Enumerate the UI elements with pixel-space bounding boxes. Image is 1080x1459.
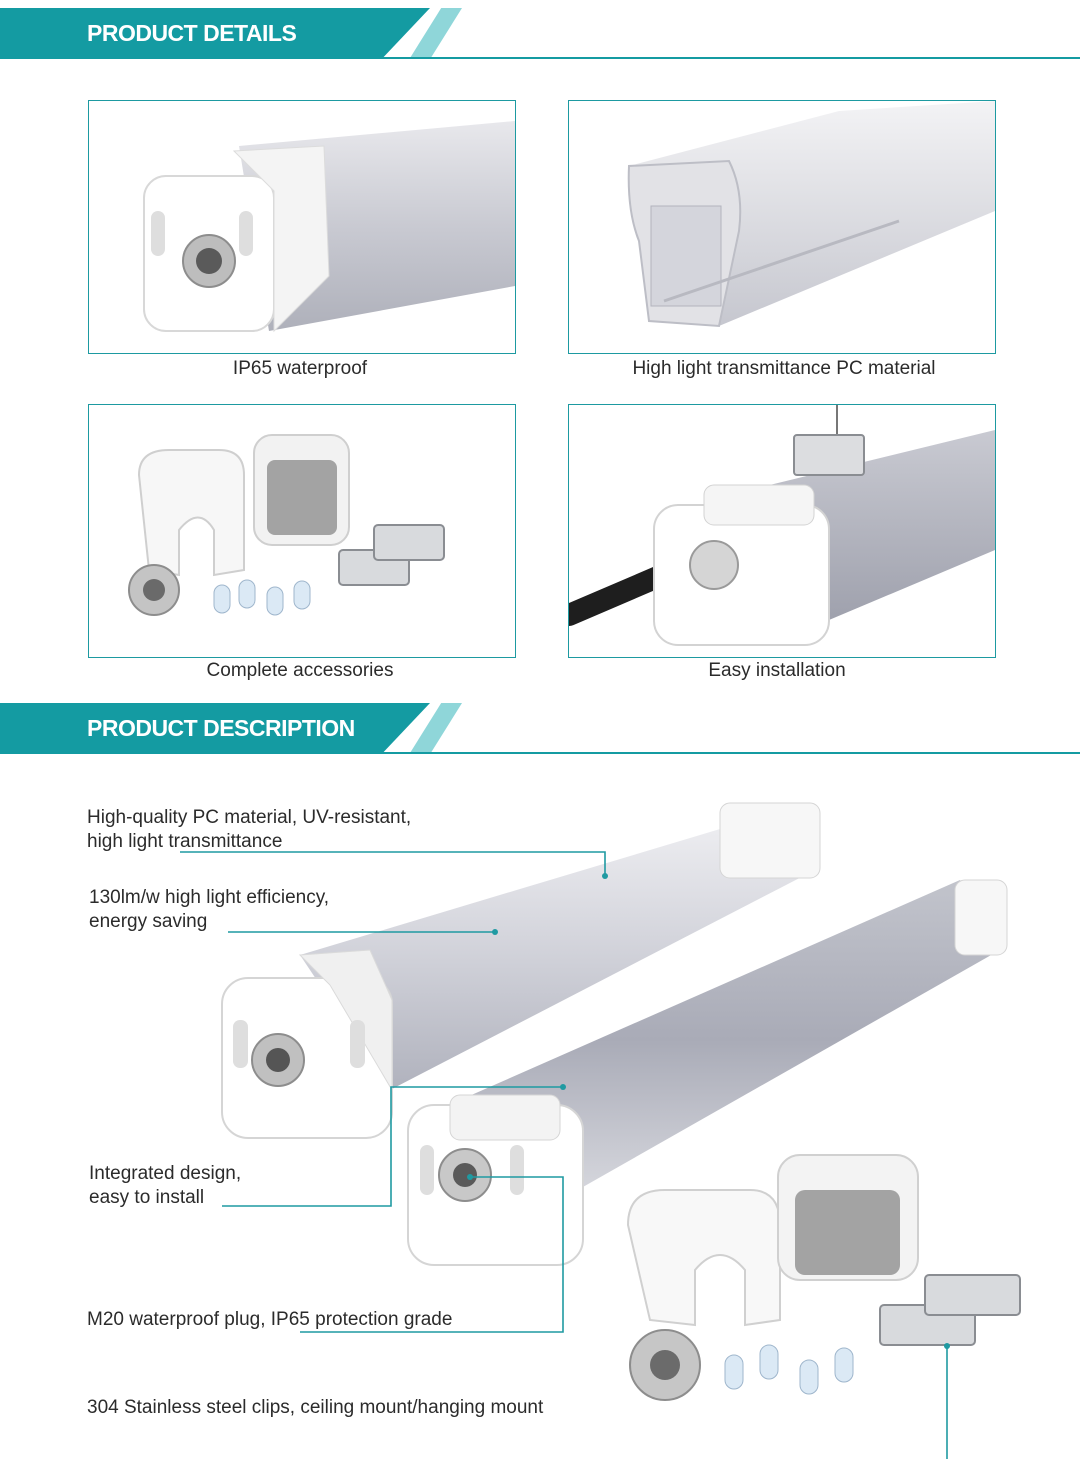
detail-image-waterproof bbox=[88, 100, 516, 354]
callout-line: Integrated design, bbox=[89, 1163, 242, 1184]
installation-illustration bbox=[569, 405, 995, 646]
callout-line: 304 Stainless steel clips, ceiling mount… bbox=[87, 1397, 544, 1418]
detail-image-pc-material bbox=[568, 100, 996, 354]
detail-image-installation bbox=[568, 404, 996, 658]
callout-line: easy to install bbox=[89, 1187, 205, 1208]
caption-waterproof: IP65 waterproof bbox=[232, 358, 368, 379]
description-title: PRODUCT DESCRIPTION bbox=[87, 715, 355, 741]
callout-pc-material: High-quality PC material, UV-resistant, … bbox=[87, 806, 411, 854]
callout-line: 130lm/w high light efficiency, bbox=[89, 887, 330, 908]
callout-integrated-design: Integrated design, easy to install bbox=[89, 1162, 241, 1210]
callout-line: energy saving bbox=[89, 911, 208, 932]
banner-bar bbox=[0, 8, 430, 58]
caption-pc-material: High light transmittance PC material bbox=[632, 358, 936, 379]
details-title: PRODUCT DETAILS bbox=[87, 20, 297, 46]
banner-line bbox=[0, 57, 1080, 59]
caption-installation: Easy installation bbox=[708, 660, 846, 681]
callout-efficiency: 130lm/w high light efficiency, energy sa… bbox=[89, 886, 329, 934]
callout-waterproof-plug: M20 waterproof plug, IP65 protection gra… bbox=[87, 1308, 452, 1332]
callout-steel-clips: 304 Stainless steel clips, ceiling mount… bbox=[87, 1396, 543, 1420]
endcap-illustration bbox=[143, 121, 515, 333]
caption-accessories: Complete accessories bbox=[206, 660, 394, 681]
description-banner: PRODUCT DESCRIPTION bbox=[0, 703, 1080, 761]
callout-line: High-quality PC material, UV-resistant, bbox=[87, 807, 412, 828]
details-banner: PRODUCT DETAILS bbox=[0, 8, 1080, 66]
description-illustration bbox=[180, 802, 1021, 1459]
banner-line bbox=[0, 752, 1080, 754]
callout-line: M20 waterproof plug, IP65 protection gra… bbox=[87, 1309, 453, 1330]
banner-bar bbox=[0, 703, 430, 753]
accessories-illustration bbox=[128, 434, 445, 616]
callout-line: high light transmittance bbox=[87, 831, 283, 852]
detail-image-accessories bbox=[88, 404, 516, 658]
pc-cover-illustration bbox=[627, 101, 995, 328]
